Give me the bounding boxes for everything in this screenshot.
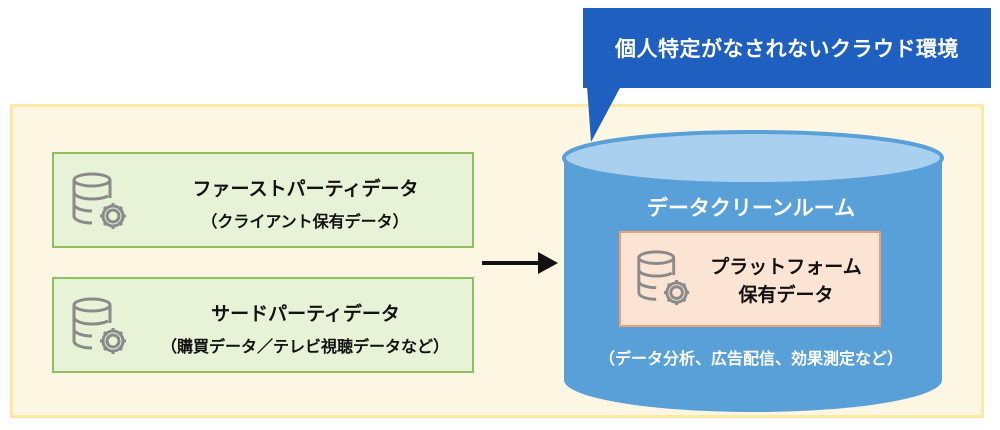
callout-pointer [587, 86, 621, 142]
database-gear-icon [637, 250, 690, 306]
database-gear-icon [72, 297, 126, 354]
platform-label-line2: 保有データ [738, 284, 834, 306]
callout-label: 個人特定がなされないクラウド環境 [615, 37, 959, 61]
platform-label-line1: プラットフォーム [710, 256, 862, 278]
clean-room-title: データクリーンルーム [646, 196, 856, 220]
third-party-data-box: サードパーティデータ （購買データ／テレビ視聴データなど） [52, 277, 474, 373]
right-arrow-icon [482, 252, 558, 274]
first-party-subtitle: （クライアント保有データ） [201, 212, 409, 231]
third-party-title: サードパーティデータ [211, 303, 400, 325]
database-gear-icon [72, 172, 126, 229]
first-party-title: ファーストパーティデータ [192, 178, 419, 200]
clean-room-caption: （データ分析、広告配信、効果測定など） [598, 349, 903, 368]
platform-data-box: プラットフォーム 保有データ [619, 231, 881, 327]
cloud-environment-callout: 個人特定がなされないクラウド環境 [583, 8, 991, 88]
third-party-subtitle: （購買データ／テレビ視聴データなど） [160, 337, 449, 356]
first-party-data-box: ファーストパーティデータ （クライアント保有データ） [52, 152, 474, 248]
